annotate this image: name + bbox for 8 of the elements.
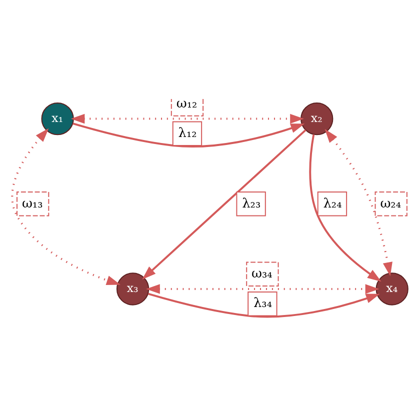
edge-label: λ₁₂ — [178, 126, 197, 142]
edge-label: ω₂₄ — [380, 196, 402, 212]
edge-label: ω₁₂ — [176, 96, 198, 112]
edge-label: λ₂₄ — [323, 196, 342, 212]
edge-label: λ₃₄ — [254, 296, 272, 312]
edge-label: ω₃₄ — [252, 266, 272, 282]
edge-label: ω₁₃ — [22, 196, 43, 212]
edge-label: λ₂₃ — [242, 196, 261, 212]
